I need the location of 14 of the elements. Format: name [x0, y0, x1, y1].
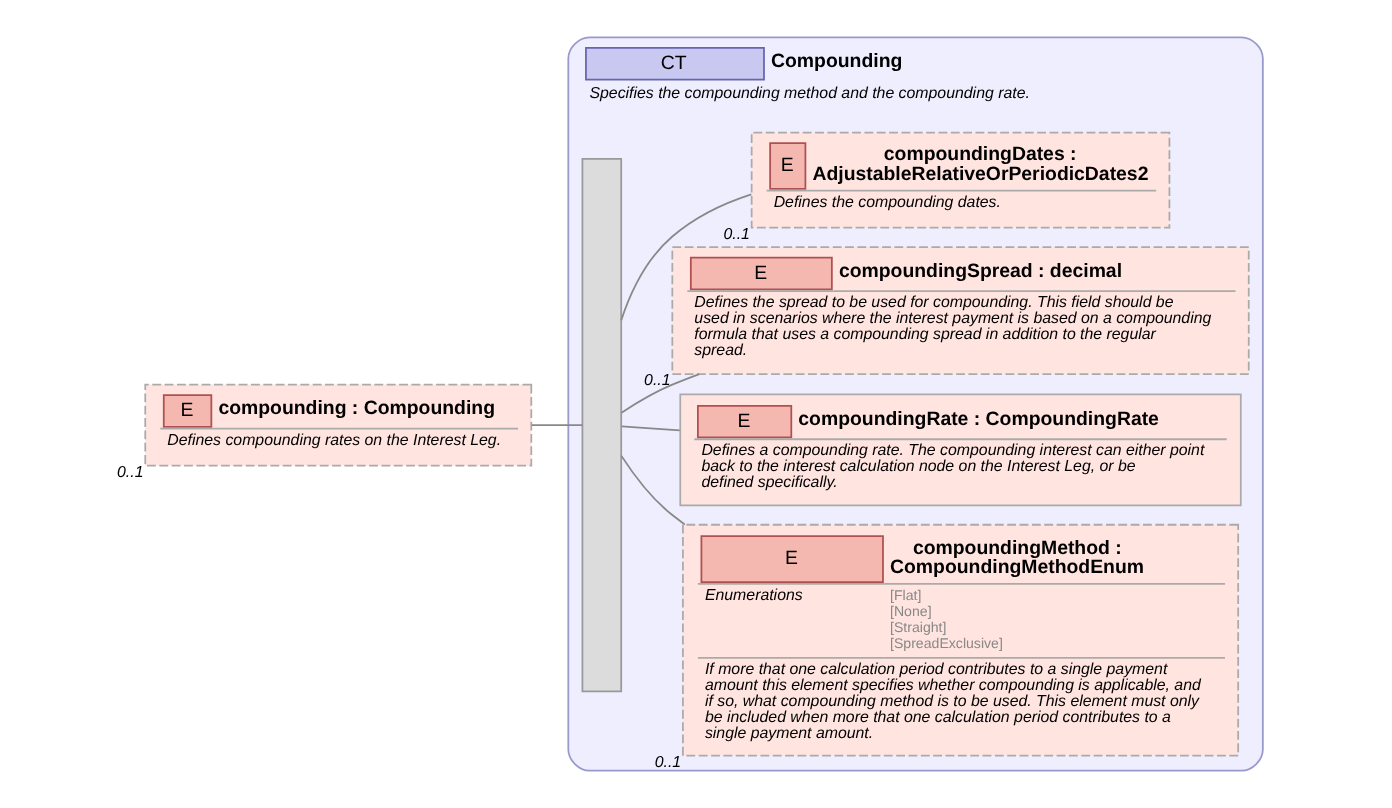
connector — [619, 373, 700, 414]
node-label: 0..1 — [653, 752, 681, 771]
node-box: E compoundingRate : CompoundingRate Defines a compounding rate. The compounding interest can either point back to the interest calculation node on the Interest Leg, or be defined specifically. — [678, 393, 1241, 507]
node-box: E compoundingSpread : decimal Defines the spread to be used for compounding. This field should be used in scenarios where the interest payment is based on a compounding formula that uses a compounding spread in addition to the regular spread. — [670, 246, 1249, 375]
connector — [529, 424, 583, 427]
node-label: 0..1 — [722, 224, 749, 243]
node-box: E compounding : Compounding Defines compounding rates on the Interest Leg. — [143, 383, 532, 467]
node-box: E compoundingDates : AdjustableRelativeOrPeriodicDates2 Defines the compounding dates. — [749, 131, 1170, 229]
connector — [619, 193, 752, 322]
connector — [619, 425, 680, 432]
node-label: 0..1 — [643, 370, 670, 389]
node-label: 0..1 — [116, 462, 143, 481]
connector — [619, 455, 685, 526]
node-bar — [580, 158, 622, 693]
